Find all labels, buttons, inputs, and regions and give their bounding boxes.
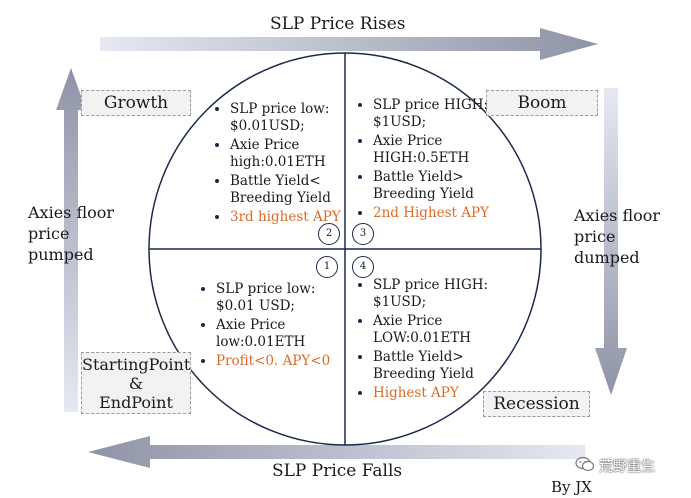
list-item: SLP price HIGH: $1USD; [373,277,508,310]
list-item: Battle Yield< Breeding Yield [230,173,355,206]
list-item: Axie Price LOW:0.01ETH [373,313,508,346]
credit-text: By JX [551,478,592,496]
quadrant-1-list: SLP price low: $0.01 USD; Axie Price low… [196,281,351,373]
quadrant-3-list: SLP price HIGH: $1USD; Axie Price HIGH:0… [353,97,508,225]
phase-start-line3: EndPoint [99,393,173,412]
list-item: Axie Price HIGH:0.5ETH [373,133,508,166]
quadrant-2-list: SLP price low: $0.01USD; Axie Price high… [210,101,355,229]
phase-recession: Recession [483,391,590,417]
watermark-text: 荒野重生 [599,459,655,475]
phase-growth: Growth [81,90,191,116]
list-item-highlight: 2nd Highest APY [373,205,508,222]
arrow-top [100,28,598,60]
quadrant-4-list: SLP price HIGH: $1USD; Axie Price LOW:0.… [353,277,508,405]
bottom-arrow-label: SLP Price Falls [272,461,403,481]
list-item: SLP price low: $0.01USD; [230,101,355,134]
list-item: Axie Price high:0.01ETH [230,137,355,170]
list-item: SLP price HIGH: $1USD; [373,97,508,130]
list-item-highlight: Highest APY [373,385,508,402]
wechat-icon [575,456,595,472]
list-item: Axie Price low:0.01ETH [216,317,351,350]
arrow-bottom [88,436,585,468]
list-item: SLP price low: $0.01 USD; [216,281,351,314]
quadrant-number-1: 1 [316,256,338,278]
list-item-highlight: Profit<0. APY<0 [216,353,351,370]
quadrant-number-4: 4 [352,256,374,278]
list-item: Battle Yield> Breeding Yield [373,169,508,202]
phase-start-end: StartingPoint & EndPoint [81,352,191,414]
right-arrow-label: Axies floor price dumped [574,206,661,267]
arrow-left [56,68,86,412]
phase-start-line1: StartingPoint [82,355,191,374]
quadrant-number-3: 3 [352,223,374,245]
left-arrow-label: Axies floor price pumped [28,203,115,264]
quadrant-number-2: 2 [318,223,340,245]
list-item: Battle Yield> Breeding Yield [373,349,508,382]
top-arrow-label: SLP Price Rises [270,14,406,34]
phase-boom: Boom [486,90,598,116]
phase-start-line2: & [128,374,144,393]
list-item-highlight: 3rd highest APY [230,209,355,226]
arrow-right [595,88,627,395]
